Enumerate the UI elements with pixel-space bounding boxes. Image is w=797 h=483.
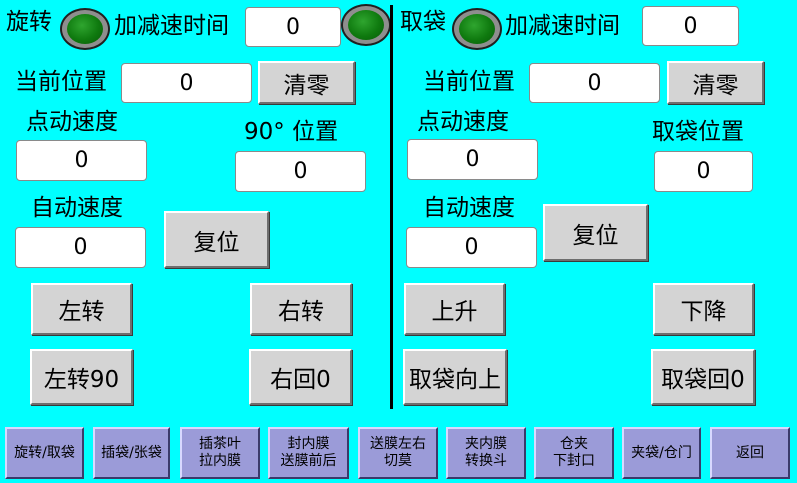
nav-label: 返回 (736, 444, 764, 461)
rotate-90-pos-field[interactable]: 0 (235, 151, 366, 192)
rotate-accel-field[interactable]: 0 (245, 7, 341, 47)
rotate-jog-speed-field[interactable]: 0 (16, 140, 147, 181)
bottom-nav: 旋转/取袋 插袋/张袋 插茶叶拉内膜 封内膜送膜前后 送膜左右切莫 夹内膜转换斗… (0, 420, 797, 483)
rotate-auto-speed-field[interactable]: 0 (15, 227, 146, 268)
left-turn-90-button[interactable]: 左转90 (30, 349, 133, 405)
rotate-auto-speed-label: 自动速度 (31, 195, 123, 221)
left-turn-button[interactable]: 左转 (31, 283, 132, 335)
bag-title: 取袋 (400, 9, 446, 35)
rotate-reset-button[interactable]: 复位 (164, 211, 269, 268)
bag-auto-speed-field[interactable]: 0 (406, 227, 537, 268)
rotate-accel-label: 加减速时间 (114, 13, 229, 39)
nav-film-lr-button[interactable]: 送膜左右切莫 (358, 427, 438, 479)
rotate-clear-button[interactable]: 清零 (258, 61, 355, 104)
bag-take-pos-label: 取袋位置 (652, 119, 744, 145)
nav-label: 送膜前后 (280, 453, 337, 469)
bag-current-pos-field[interactable]: 0 (529, 63, 660, 103)
rotate-jog-speed-label: 点动速度 (26, 109, 118, 135)
nav-seal-film-button[interactable]: 封内膜送膜前后 (268, 427, 349, 479)
bag-take-pos-field[interactable]: 0 (654, 151, 753, 192)
rotate-accel-lamp-icon (341, 4, 391, 46)
nav-insert-tea-button[interactable]: 插茶叶拉内膜 (180, 427, 260, 479)
bag-jog-speed-label: 点动速度 (417, 109, 509, 135)
bag-status-lamp-icon (452, 8, 502, 50)
nav-clamp-film-button[interactable]: 夹内膜转换斗 (446, 427, 526, 479)
bag-auto-speed-label: 自动速度 (423, 195, 515, 221)
rotate-title: 旋转 (6, 9, 52, 35)
nav-back-button[interactable]: 返回 (710, 427, 790, 479)
nav-label: 封内膜 (287, 436, 330, 452)
bag-up-button[interactable]: 上升 (404, 283, 505, 335)
right-return-0-button[interactable]: 右回0 (249, 349, 352, 405)
rotate-90-pos-label: 90° 位置 (244, 119, 339, 145)
bag-accel-label: 加减速时间 (505, 13, 620, 39)
panel-divider (390, 5, 393, 409)
rotate-current-pos-field[interactable]: 0 (121, 63, 252, 103)
nav-bin-clamp-button[interactable]: 仓夹下封口 (534, 427, 614, 479)
nav-label: 下封口 (553, 453, 595, 469)
bag-clear-button[interactable]: 清零 (667, 61, 764, 104)
nav-label: 插袋/张袋 (101, 444, 162, 461)
bag-take-return-0-button[interactable]: 取袋回0 (651, 349, 755, 405)
nav-insert-open-bag-button[interactable]: 插袋/张袋 (93, 427, 170, 479)
nav-label: 夹袋/仓门 (631, 444, 692, 461)
bag-accel-field[interactable]: 0 (642, 6, 739, 46)
bag-take-up-button[interactable]: 取袋向上 (403, 349, 507, 405)
rotate-status-lamp-icon (60, 8, 110, 50)
nav-label: 转换斗 (465, 453, 507, 469)
bag-reset-button[interactable]: 复位 (543, 204, 648, 261)
bag-jog-speed-field[interactable]: 0 (407, 139, 538, 180)
nav-label: 夹内膜 (465, 436, 507, 452)
bag-current-pos-label: 当前位置 (423, 69, 515, 95)
nav-rotate-bag-button[interactable]: 旋转/取袋 (5, 427, 84, 479)
nav-clamp-bag-door-button[interactable]: 夹袋/仓门 (622, 427, 701, 479)
nav-label: 切莫 (384, 453, 412, 469)
nav-label: 送膜左右 (370, 436, 426, 452)
nav-label: 插茶叶 (199, 436, 241, 452)
nav-label: 拉内膜 (199, 453, 241, 469)
nav-label: 仓夹 (560, 436, 588, 452)
right-turn-button[interactable]: 右转 (250, 283, 352, 335)
rotate-current-pos-label: 当前位置 (15, 69, 107, 95)
nav-label: 旋转/取袋 (14, 444, 75, 461)
bag-down-button[interactable]: 下降 (653, 283, 754, 335)
